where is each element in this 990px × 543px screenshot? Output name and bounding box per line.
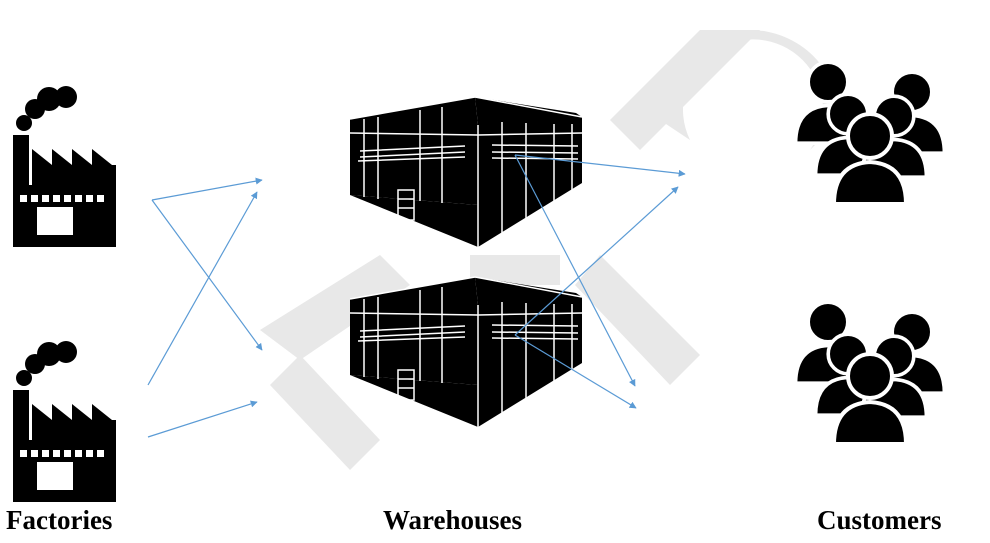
arrow-factory2-to-warehouse2: [147, 400, 258, 438]
arrow-warehouse1-to-customers: [514, 154, 686, 177]
warehouse-icon: [349, 276, 583, 428]
factories-label: Factories: [6, 505, 113, 535]
factory-icon: [13, 341, 116, 502]
arrow-factory1-to-warehouse2: [151, 199, 263, 351]
arrow-warehouse2-to-lower: [514, 334, 637, 409]
flow-arrows: [147, 154, 686, 438]
arrow-warehouse2-to-customers: [514, 186, 679, 336]
factory-icon: [13, 86, 116, 247]
customer-group-icon: [796, 62, 945, 204]
warehouse-icon: [349, 96, 583, 248]
arrow-factory2-to-warehouse1: [147, 191, 258, 386]
customers-label: Customers: [817, 505, 942, 535]
arrow-warehouse1-to-lower: [514, 154, 636, 387]
watermark-logo: [260, 30, 840, 470]
warehouses-label: Warehouses: [383, 505, 523, 535]
customer-group-icon: [796, 302, 945, 444]
arrow-factory1-to-warehouse1: [151, 177, 263, 201]
